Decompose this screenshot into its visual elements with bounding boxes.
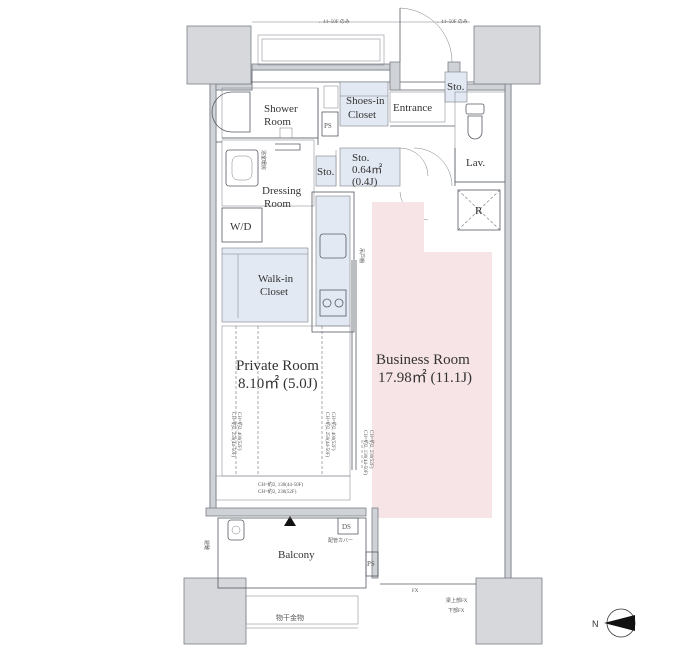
ch-business-1: CH=約2, 130(44-50F) bbox=[362, 430, 369, 475]
pipe-cover-note: 配管カバー bbox=[328, 537, 353, 544]
walk-in-closet-label-line1: Walk-in bbox=[258, 273, 294, 285]
ch-business-2: CH=約2, 230(52F) bbox=[368, 430, 375, 469]
storage-center-area-j: (0.4J) bbox=[352, 176, 378, 188]
shower-room-label-line2: Room bbox=[264, 116, 291, 128]
storage-top-label: Sto. bbox=[447, 81, 465, 93]
shoes-in-closet-label-line2: Closet bbox=[348, 109, 376, 121]
storage-left: Sto. bbox=[315, 155, 337, 187]
pipe-space-upper: PS bbox=[321, 111, 339, 137]
shoes-in-closet-label-line1: Shoes-in bbox=[346, 95, 385, 107]
dressing-room-label-line1: Dressing bbox=[262, 185, 302, 197]
refrigerator-label: R bbox=[475, 205, 483, 217]
north-arrow-icon bbox=[604, 615, 635, 631]
fx-right-label: 下部FX bbox=[448, 607, 465, 614]
handrail-note: 物干金物 bbox=[276, 613, 304, 622]
business-room: Business Room 17.98㎡ (11.1J) CH=約2, 130(… bbox=[362, 202, 492, 518]
walk-in-closet-label-line2: Closet bbox=[260, 286, 288, 298]
shower-room-label-line1: Shower bbox=[264, 103, 298, 115]
storage-center-label: Sto. bbox=[352, 152, 370, 164]
kitchen-side-note: 吊戸棚 bbox=[358, 248, 365, 263]
entrance: Entrance bbox=[389, 91, 455, 127]
lavatory-label: Lav. bbox=[466, 157, 485, 169]
pillar-top-left bbox=[186, 25, 252, 85]
washer-dryer: W/D bbox=[221, 207, 263, 243]
compass-label: N bbox=[592, 619, 599, 629]
balcony-window bbox=[205, 507, 379, 579]
top-ledge: ←44~50F のみ ←44~50F のみ bbox=[252, 19, 470, 66]
shower-room: Shower Room bbox=[211, 87, 319, 151]
shoes-in-closet: Shoes-in Closet bbox=[323, 81, 389, 127]
balcony: DS 配管カバー Balcony 避難 PS 物干金物 bbox=[203, 517, 379, 629]
ch-private-3: CH=約2, 250(44-50F) bbox=[324, 412, 331, 457]
kitchen-counter: 吊戸棚 bbox=[311, 191, 365, 333]
dressing-room: 浴室暖房 Dressing Room bbox=[221, 139, 315, 210]
storage-top: Sto. bbox=[444, 71, 468, 103]
private-room-name: Private Room bbox=[236, 358, 319, 374]
ch-private-4: CH=約2, 400(52F) bbox=[330, 412, 337, 451]
pillar-top-right bbox=[473, 25, 541, 85]
sliding-partition bbox=[351, 260, 363, 470]
pillar-bottom-right bbox=[475, 577, 543, 645]
ch-private-2: CH=約2, 400(52F) bbox=[236, 412, 243, 451]
entry-arrow-icon bbox=[284, 516, 296, 526]
dim-note-top-right: ←44~50F のみ bbox=[436, 19, 468, 25]
lower-ceiling-band: CH=約2, 130(44-50F) CH=約2, 230(52F) bbox=[215, 475, 351, 501]
ch-bottom-2: CH=約2, 230(52F) bbox=[258, 488, 297, 495]
shower-side-note: 浴室暖房 bbox=[260, 150, 267, 170]
ds-label: DS bbox=[342, 523, 351, 531]
upper-fx-note: 梁上部FX bbox=[446, 597, 468, 604]
ps-lower-label: PS bbox=[367, 560, 375, 568]
structural-pillars bbox=[183, 25, 543, 645]
lavatory: Lav. bbox=[413, 91, 506, 187]
entrance-label: Entrance bbox=[393, 102, 432, 114]
ch-private-1: CH=約2, 250(44-50F) bbox=[230, 412, 237, 457]
pillar-bottom-left bbox=[183, 577, 247, 645]
business-room-area-text: 17.98㎡ (11.1J) bbox=[378, 369, 472, 386]
private-room: Private Room 8.10㎡ (5.0J) CH=約2, 250(44-… bbox=[221, 325, 351, 477]
walk-in-closet: Walk-in Closet bbox=[221, 247, 309, 323]
dressing-room-label-line2: Room bbox=[264, 198, 291, 210]
fixed-windows: FX 梁上部FX 下部FX bbox=[380, 583, 476, 614]
private-room-area: 8.10㎡ (5.0J) bbox=[238, 375, 318, 392]
ps-upper-label: PS bbox=[324, 122, 332, 130]
storage-center-area: 0.64㎡ bbox=[352, 163, 382, 176]
fx-left-label: FX bbox=[412, 589, 419, 594]
north-compass: N bbox=[592, 608, 636, 638]
wd-label: W/D bbox=[230, 221, 251, 233]
storage-center: Sto. 0.64㎡ (0.4J) bbox=[335, 147, 429, 188]
dim-note-top-left: ←44~50F のみ bbox=[318, 19, 350, 25]
ch-bottom-1: CH=約2, 130(44-50F) bbox=[258, 481, 303, 488]
balcony-label: Balcony bbox=[278, 549, 315, 561]
balcony-side-note: 避難 bbox=[203, 540, 210, 550]
storage-left-label: Sto. bbox=[317, 166, 335, 178]
business-room-name: Business Room bbox=[376, 352, 470, 368]
business-room-area bbox=[372, 202, 492, 518]
